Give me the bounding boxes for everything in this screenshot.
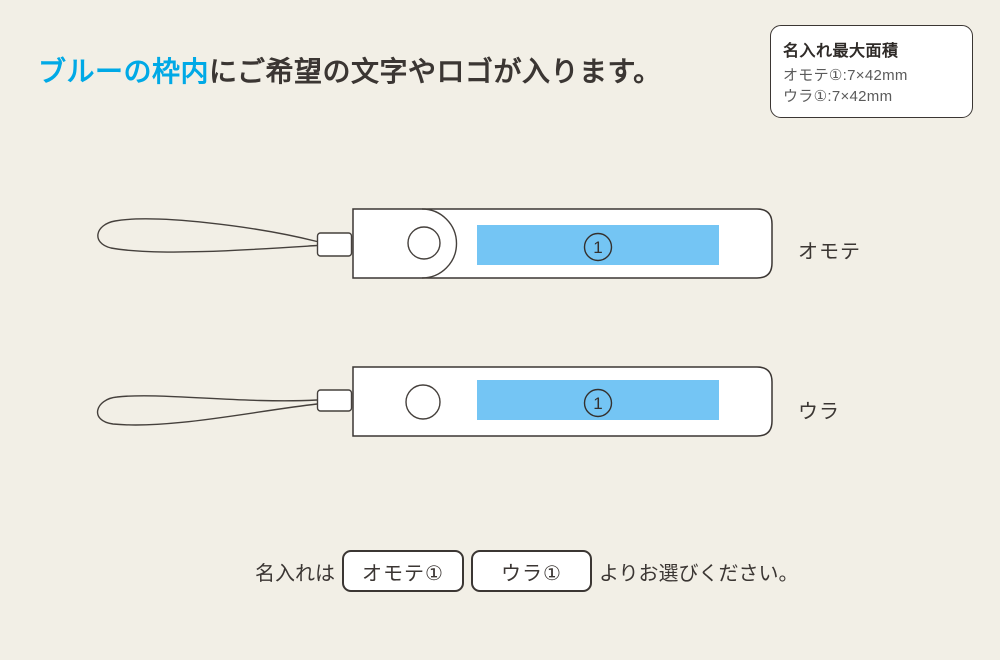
print-area-marker-number: 1: [593, 238, 602, 257]
strap-connector: [316, 232, 353, 257]
ring-hole: [405, 384, 441, 420]
option-box-front: オモテ①: [342, 550, 464, 592]
print-area-back: [477, 380, 719, 420]
strap-illustration-front: 1: [97, 208, 773, 279]
side-label-back: ウラ: [798, 401, 840, 423]
swivel-arc: [421, 208, 458, 279]
imprint-size-title: 名入れ最大面積: [783, 43, 899, 60]
strap-connector: [316, 389, 353, 412]
imprint-size-box: 名入れ最大面積 オモテ①:7×42mm ウラ①:7×42mm: [770, 25, 973, 118]
strap-illustration-back: 1: [96, 366, 773, 437]
imprint-size-back-line: ウラ①:7×42mm: [783, 88, 893, 106]
page-title-rest: にご希望の文字やロゴが入ります。: [209, 56, 662, 87]
product-diagram-front: 1 オモテ: [85, 200, 985, 310]
print-area-marker-circle: [583, 388, 613, 418]
product-diagram-back: 1 ウラ: [85, 358, 985, 468]
ring-hole: [407, 226, 441, 260]
strap-loop: [96, 395, 318, 426]
print-area-marker-number: 1: [593, 394, 602, 413]
print-area-marker-circle: [583, 232, 613, 262]
page-title-highlight: ブルーの枠内: [38, 56, 210, 87]
footer-prefix: 名入れは: [255, 562, 335, 585]
option-box-back: ウラ①: [470, 550, 592, 592]
print-area-front: [477, 225, 719, 265]
imprint-size-front-line: オモテ①:7×42mm: [783, 67, 908, 84]
side-label-front: オモテ: [798, 241, 861, 263]
strap-loop: [97, 218, 318, 253]
page-title: ブルーの枠内にご希望の文字やロゴが入ります。: [38, 50, 662, 90]
footer-note: 名入れは オモテ① ウラ① よりお選びください。: [255, 550, 799, 592]
footer-suffix: よりお選びください。: [598, 562, 799, 585]
